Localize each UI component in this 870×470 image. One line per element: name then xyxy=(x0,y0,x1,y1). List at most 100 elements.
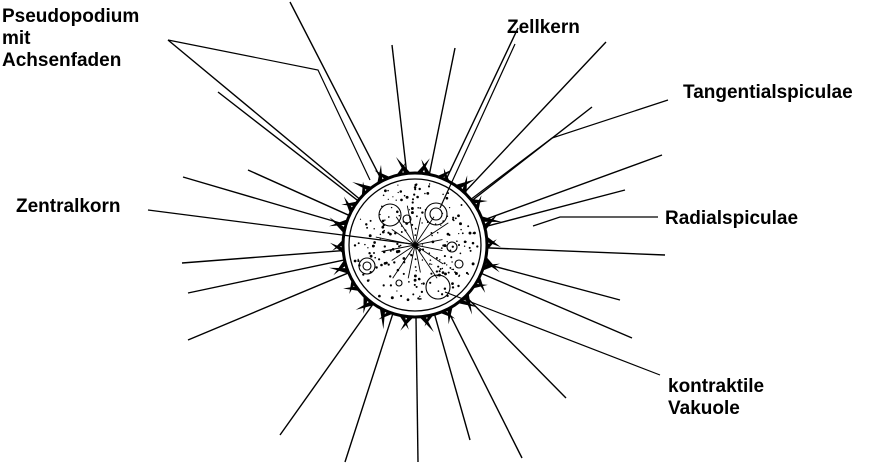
label-kontraktile: kontraktile xyxy=(668,376,764,397)
cytoplasm-dot xyxy=(414,274,417,277)
cytoplasm-dot xyxy=(391,207,392,208)
cytoplasm-dot xyxy=(418,188,420,190)
cytoplasm-dot xyxy=(456,240,458,242)
cytoplasm-dot xyxy=(419,207,421,209)
cytoplasm-dot xyxy=(373,241,376,244)
cytoplasm-dot xyxy=(398,246,399,247)
cytoplasm-dot xyxy=(388,263,390,265)
cytoplasm-dot xyxy=(421,222,422,223)
cytoplasm-dot xyxy=(459,222,462,225)
cytoplasm-dot xyxy=(354,260,357,263)
cytoplasm-dot xyxy=(438,290,440,292)
cytoplasm-dot xyxy=(397,185,398,186)
label-tangentialspiculae: Tangentialspiculae xyxy=(683,82,853,103)
cytoplasm-dot xyxy=(472,242,475,245)
cytoplasm-dot xyxy=(397,250,400,253)
cytoplasm-dot xyxy=(416,196,419,199)
cytoplasm-dot xyxy=(458,233,459,234)
cytoplasm-dot xyxy=(441,247,443,249)
cytoplasm-dot xyxy=(467,273,469,275)
cytoplasm-dot xyxy=(444,287,446,289)
cytoplasm-dot xyxy=(444,262,446,264)
cytoplasm-dot xyxy=(382,220,385,223)
cytoplasm-dot xyxy=(446,264,447,265)
cytoplasm-dot xyxy=(401,231,403,233)
cytoplasm-dot xyxy=(452,286,454,288)
cytoplasm-dot xyxy=(414,184,417,187)
cytoplasm-dot xyxy=(384,189,387,192)
cytoplasm-dot xyxy=(399,215,401,217)
cytoplasm-dot xyxy=(384,245,386,247)
cytoplasm-dot xyxy=(392,196,393,197)
cytoplasm-dot xyxy=(393,261,395,263)
cytoplasm-dot xyxy=(442,268,443,269)
cytoplasm-dot xyxy=(467,225,469,227)
cytoplasm-dot xyxy=(422,259,424,261)
label-pseudopodium-mit: mit xyxy=(2,28,31,49)
cytoplasm-dot xyxy=(408,281,410,283)
cytoplasm-dot xyxy=(373,228,375,230)
cytoplasm-dot xyxy=(437,266,439,268)
cytoplasm-dot xyxy=(398,192,399,193)
cytoplasm-dot xyxy=(415,266,417,268)
cytoplasm-dot xyxy=(358,259,359,260)
cytoplasm-dot xyxy=(383,230,384,231)
cytoplasm-dot xyxy=(400,190,403,193)
cytoplasm-dot xyxy=(440,225,441,226)
cytoplasm-dot xyxy=(461,204,463,206)
cytoplasm-dot xyxy=(448,272,450,274)
cytoplasm-dot xyxy=(400,295,402,297)
label-radialspiculae: Radialspiculae xyxy=(665,208,798,229)
cytoplasm-dot xyxy=(396,211,399,214)
cytoplasm-dot xyxy=(447,241,448,242)
cytoplasm-dot xyxy=(415,258,417,260)
cytoplasm-dot xyxy=(415,228,417,230)
cytoplasm-dot xyxy=(452,246,454,248)
cytoplasm-dot xyxy=(396,243,398,245)
cytoplasm-dot xyxy=(389,275,391,277)
cytoplasm-dot xyxy=(360,219,361,220)
cytoplasm-dot xyxy=(473,232,475,234)
cytoplasm-dot xyxy=(452,217,454,219)
cytoplasm-dot xyxy=(458,244,460,246)
cytoplasm-dot xyxy=(436,270,438,272)
cytoplasm-dot xyxy=(444,244,447,247)
cytoplasm-dot xyxy=(412,198,414,200)
cytoplasm-dot xyxy=(422,244,423,245)
cytoplasm-dot xyxy=(451,261,452,262)
cytoplasm-dot xyxy=(431,235,433,237)
cytoplasm-dot xyxy=(367,247,368,248)
cytoplasm-dot xyxy=(428,185,430,187)
spicula xyxy=(418,315,433,332)
cytoplasm-dot xyxy=(419,296,420,297)
cytoplasm-dot xyxy=(442,194,443,195)
cytoplasm-dot xyxy=(414,284,416,286)
cytoplasm-dot xyxy=(431,264,432,265)
cytoplasm-dot xyxy=(462,232,464,234)
cytoplasm-dot xyxy=(412,293,414,295)
cytoplasm-dot xyxy=(449,207,450,208)
cytoplasm-dot xyxy=(441,293,443,295)
cytoplasm-dot xyxy=(457,214,460,217)
cytoplasm-dot xyxy=(416,215,418,217)
cytoplasm-dot xyxy=(469,232,472,235)
spicula xyxy=(380,307,386,330)
cytoplasm-dot xyxy=(388,199,389,200)
cytoplasm-dot xyxy=(437,232,439,234)
cytoplasm-dot xyxy=(381,226,384,229)
label-zentralkorn: Zentralkorn xyxy=(16,196,121,217)
cytoplasm-dot xyxy=(414,279,417,282)
cytoplasm-dot xyxy=(417,297,419,299)
cytoplasm-dot xyxy=(372,245,374,247)
cytoplasm-dot xyxy=(380,264,383,267)
cytoplasm-dot xyxy=(419,278,421,280)
cytoplasm-dot xyxy=(460,229,461,230)
cytoplasm-dot xyxy=(439,270,441,272)
cytoplasm-dot xyxy=(383,194,385,196)
cytoplasm-dot xyxy=(444,255,446,257)
label-pseudopodium-achsenfaden: Achsenfaden xyxy=(2,50,121,71)
cytoplasm-dot xyxy=(416,286,418,288)
cytoplasm-dot xyxy=(444,272,447,275)
label-vakuole: Vakuole xyxy=(668,398,740,419)
